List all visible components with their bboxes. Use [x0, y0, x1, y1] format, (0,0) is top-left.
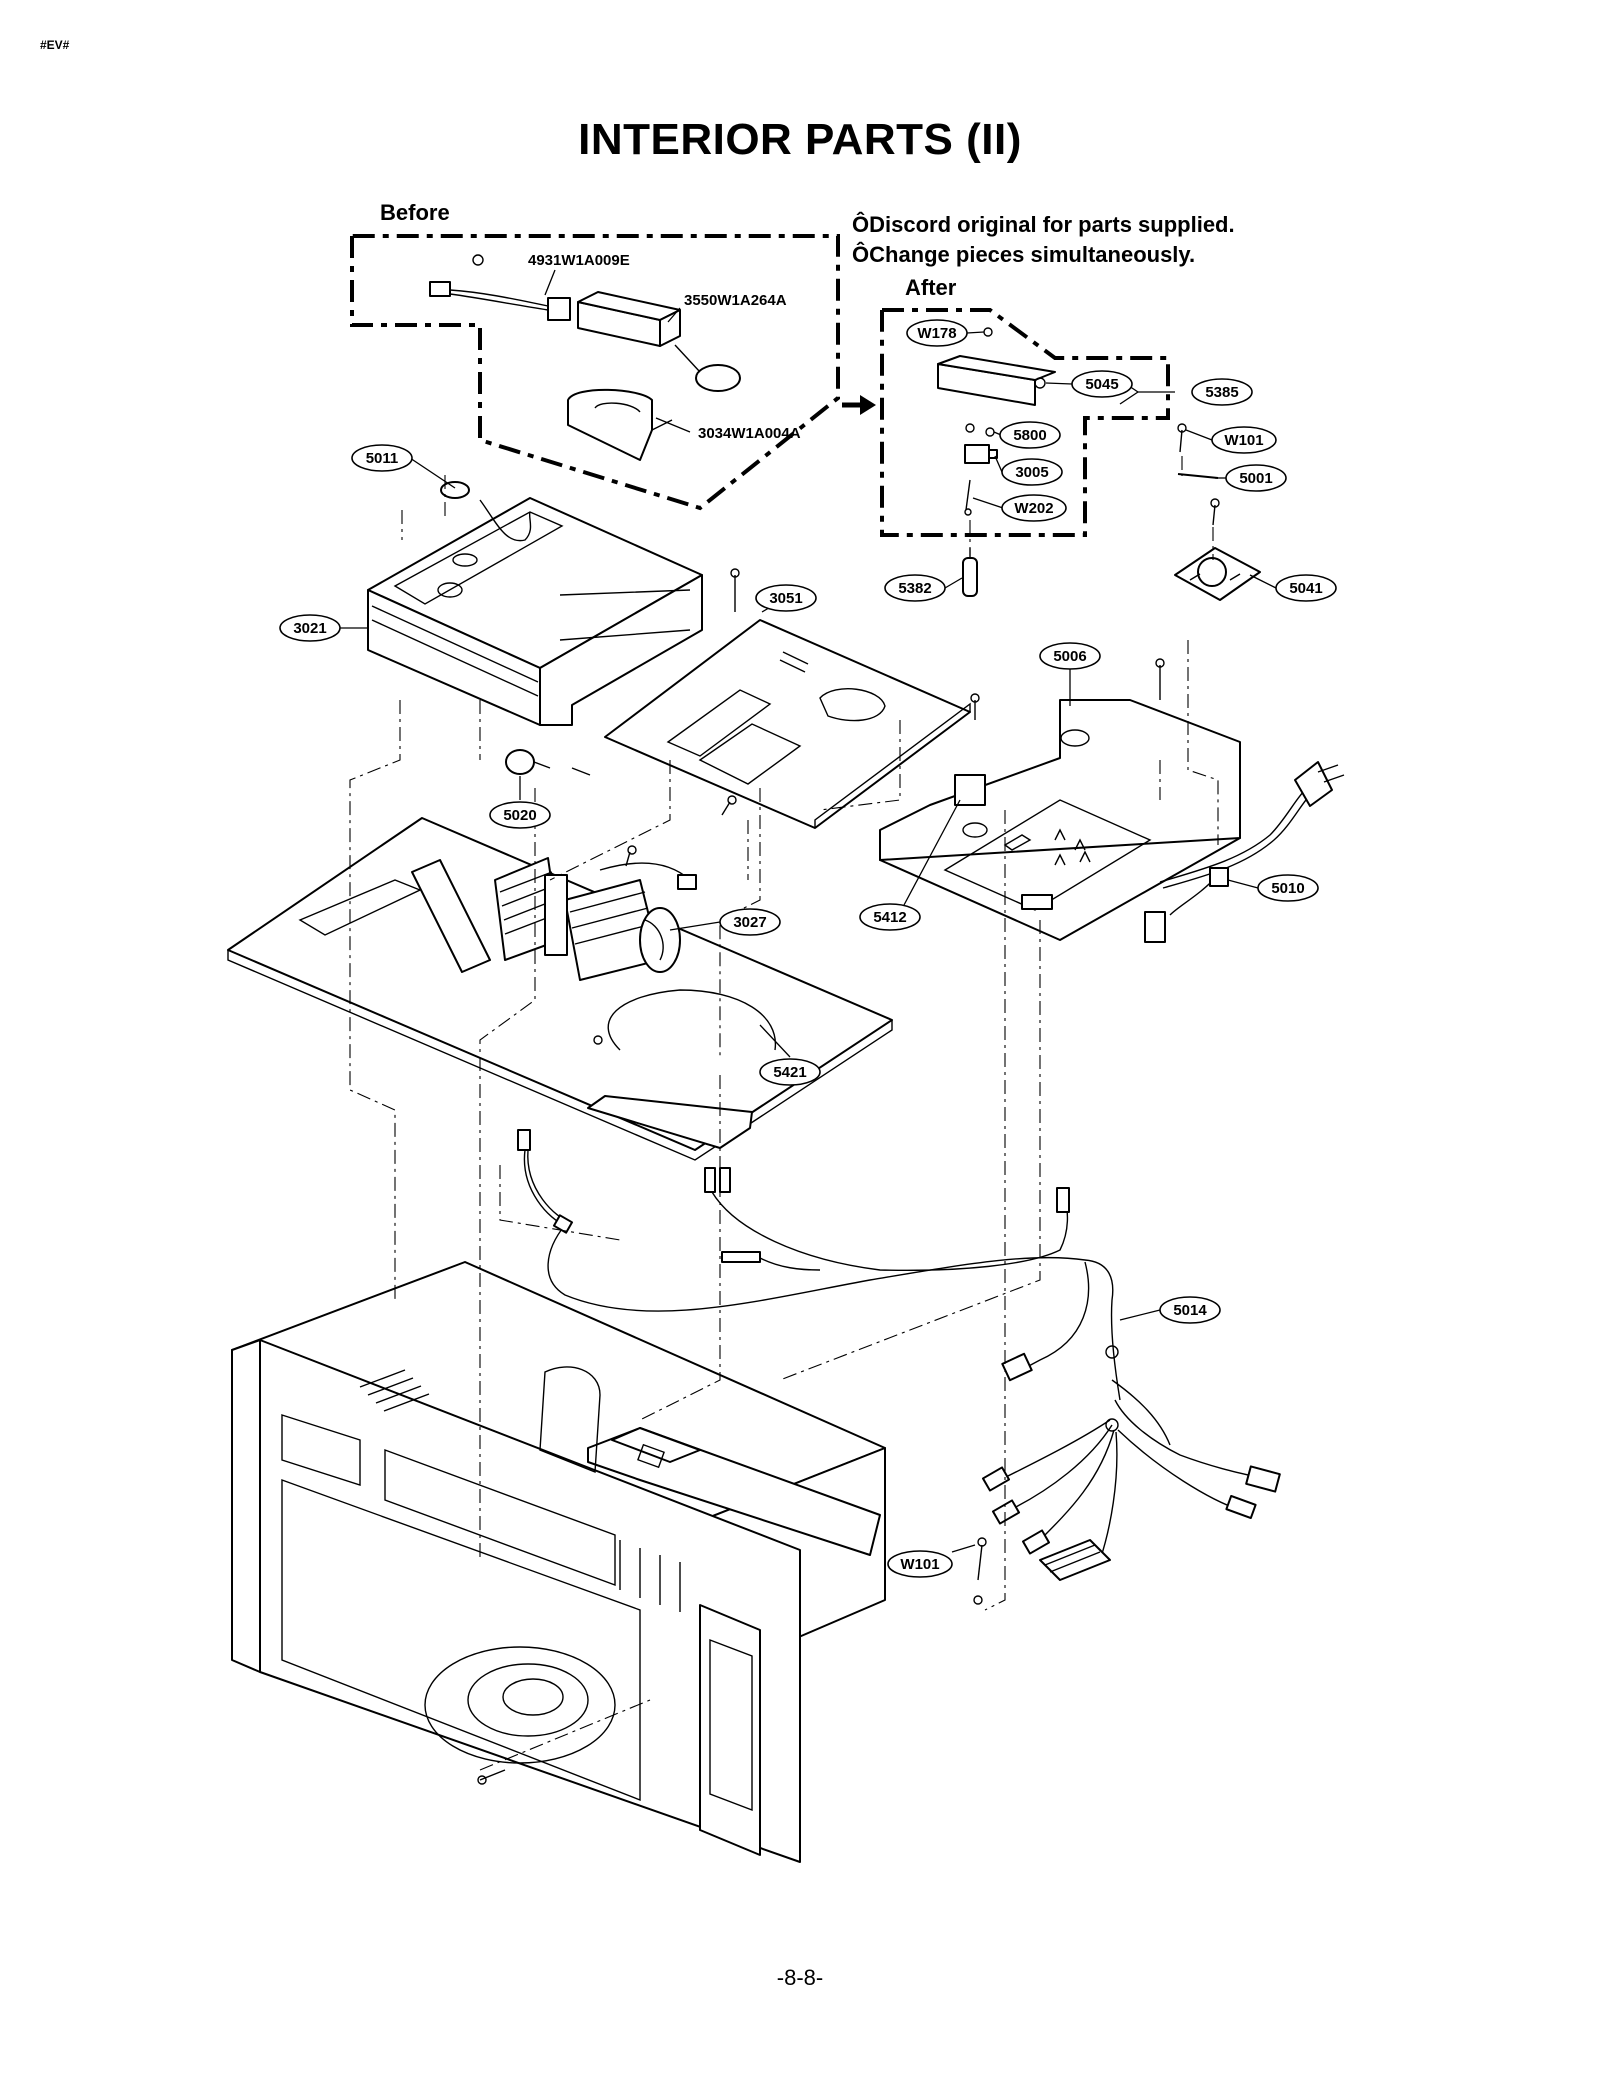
callout-5412-label: 5412: [873, 909, 906, 926]
callout-5020: 5020: [489, 801, 551, 829]
callout-5020-label: 5020: [503, 807, 536, 824]
alignment-lines: [349, 456, 1219, 1771]
rod-5001: [1177, 473, 1219, 479]
callout-5011-label: 5011: [366, 450, 399, 467]
wire-harness-5014-part: [517, 1129, 1281, 1581]
callout-5800: 5800: [999, 421, 1061, 449]
callout-5385-label: 5385: [1205, 384, 1238, 401]
callout-5045: 5045: [1071, 370, 1133, 398]
callout-3021-label: 3021: [293, 620, 326, 637]
pcb-5041-part: [1174, 547, 1261, 601]
callout-5045-label: 5045: [1085, 376, 1118, 393]
callout-w101-upper-label: W101: [1224, 432, 1263, 449]
before-label: Before: [380, 200, 450, 225]
air-guide-3021-part: [367, 481, 703, 726]
callout-3027-label: 3027: [733, 914, 766, 931]
callout-5800-label: 5800: [1013, 427, 1046, 444]
fan-3027-part: [494, 845, 697, 981]
after-boundary: [880, 308, 1170, 537]
callout-3027: 3027: [719, 908, 781, 936]
callout-5382: 5382: [884, 574, 946, 602]
callout-5041-label: 5041: [1289, 580, 1322, 597]
motor-5011: [440, 481, 470, 499]
callout-w101-upper: W101: [1211, 426, 1277, 454]
callout-5421-label: 5421: [773, 1064, 806, 1081]
before-to-after-arrow: [842, 395, 876, 415]
base-plate-5006-part: [879, 658, 1241, 941]
oven-cavity-part: [231, 1261, 987, 1863]
part-number-bracket: 3550W1A264A: [684, 292, 787, 309]
before-boundary: [350, 234, 840, 511]
bracket-part: [577, 291, 741, 392]
callout-5010: 5010: [1257, 874, 1319, 902]
after-label: After: [905, 275, 957, 300]
note-discard-original: ÔDiscord original for parts supplied.: [852, 212, 1235, 237]
callout-3005: 3005: [1001, 458, 1063, 486]
cover-part: [567, 388, 673, 461]
callout-5011: 5011: [351, 444, 413, 472]
callout-3005-label: 3005: [1015, 464, 1048, 481]
callout-5006-label: 5006: [1053, 648, 1086, 665]
after-section: After: [880, 275, 1170, 537]
before-section: Before 4931W1A009E 3550W1A264A 3: [350, 200, 840, 511]
wire-harness-part: [429, 254, 571, 321]
callout-5014-label: 5014: [1173, 1302, 1207, 1319]
callout-5421: 5421: [759, 1058, 821, 1086]
callout-w202-label: W202: [1014, 500, 1053, 517]
note-change-simultaneously: ÔChange pieces simultaneously.: [852, 242, 1195, 267]
plate-3051-part: [604, 568, 980, 829]
callout-w101-lower: W101: [887, 1550, 953, 1578]
callout-3051-label: 3051: [769, 590, 802, 607]
after-bracket-part: [937, 355, 1056, 406]
page-title: INTERIOR PARTS (II): [578, 115, 1022, 164]
switch-3005-part: [964, 444, 998, 464]
callout-5412: 5412: [859, 903, 921, 931]
callout-3021: 3021: [279, 614, 341, 642]
thermostat-5020-part: [505, 749, 591, 776]
part-number-cover: 3034W1A004A: [698, 425, 801, 442]
waveguide-cover: [539, 1366, 601, 1474]
hood-plate-part: [227, 817, 893, 1161]
fuse-5382-part: [962, 548, 978, 597]
screw-w202: [965, 479, 971, 511]
callout-5014: 5014: [1159, 1296, 1221, 1324]
callout-5001: 5001: [1225, 464, 1287, 492]
callout-w178-label: W178: [917, 325, 956, 342]
page-number: -8-8-: [776, 1965, 824, 1990]
callout-w101-lower-label: W101: [900, 1556, 939, 1573]
callout-5006: 5006: [1039, 642, 1101, 670]
callout-3051: 3051: [755, 584, 817, 612]
callout-5385: 5385: [1191, 378, 1253, 406]
right-small-parts: [1177, 423, 1220, 526]
callout-5382-label: 5382: [898, 580, 931, 597]
callout-w202: W202: [1001, 494, 1067, 522]
callout-5041: 5041: [1275, 574, 1337, 602]
part-number-wire-harness: 4931W1A009E: [528, 252, 630, 269]
screw-w178: [983, 327, 993, 337]
callout-5010-label: 5010: [1271, 880, 1304, 897]
page-corner-tag: #EV#: [40, 38, 70, 52]
callout-5001-label: 5001: [1239, 470, 1272, 487]
power-cord-5010-part: [1144, 761, 1345, 943]
callout-w178: W178: [906, 319, 968, 347]
